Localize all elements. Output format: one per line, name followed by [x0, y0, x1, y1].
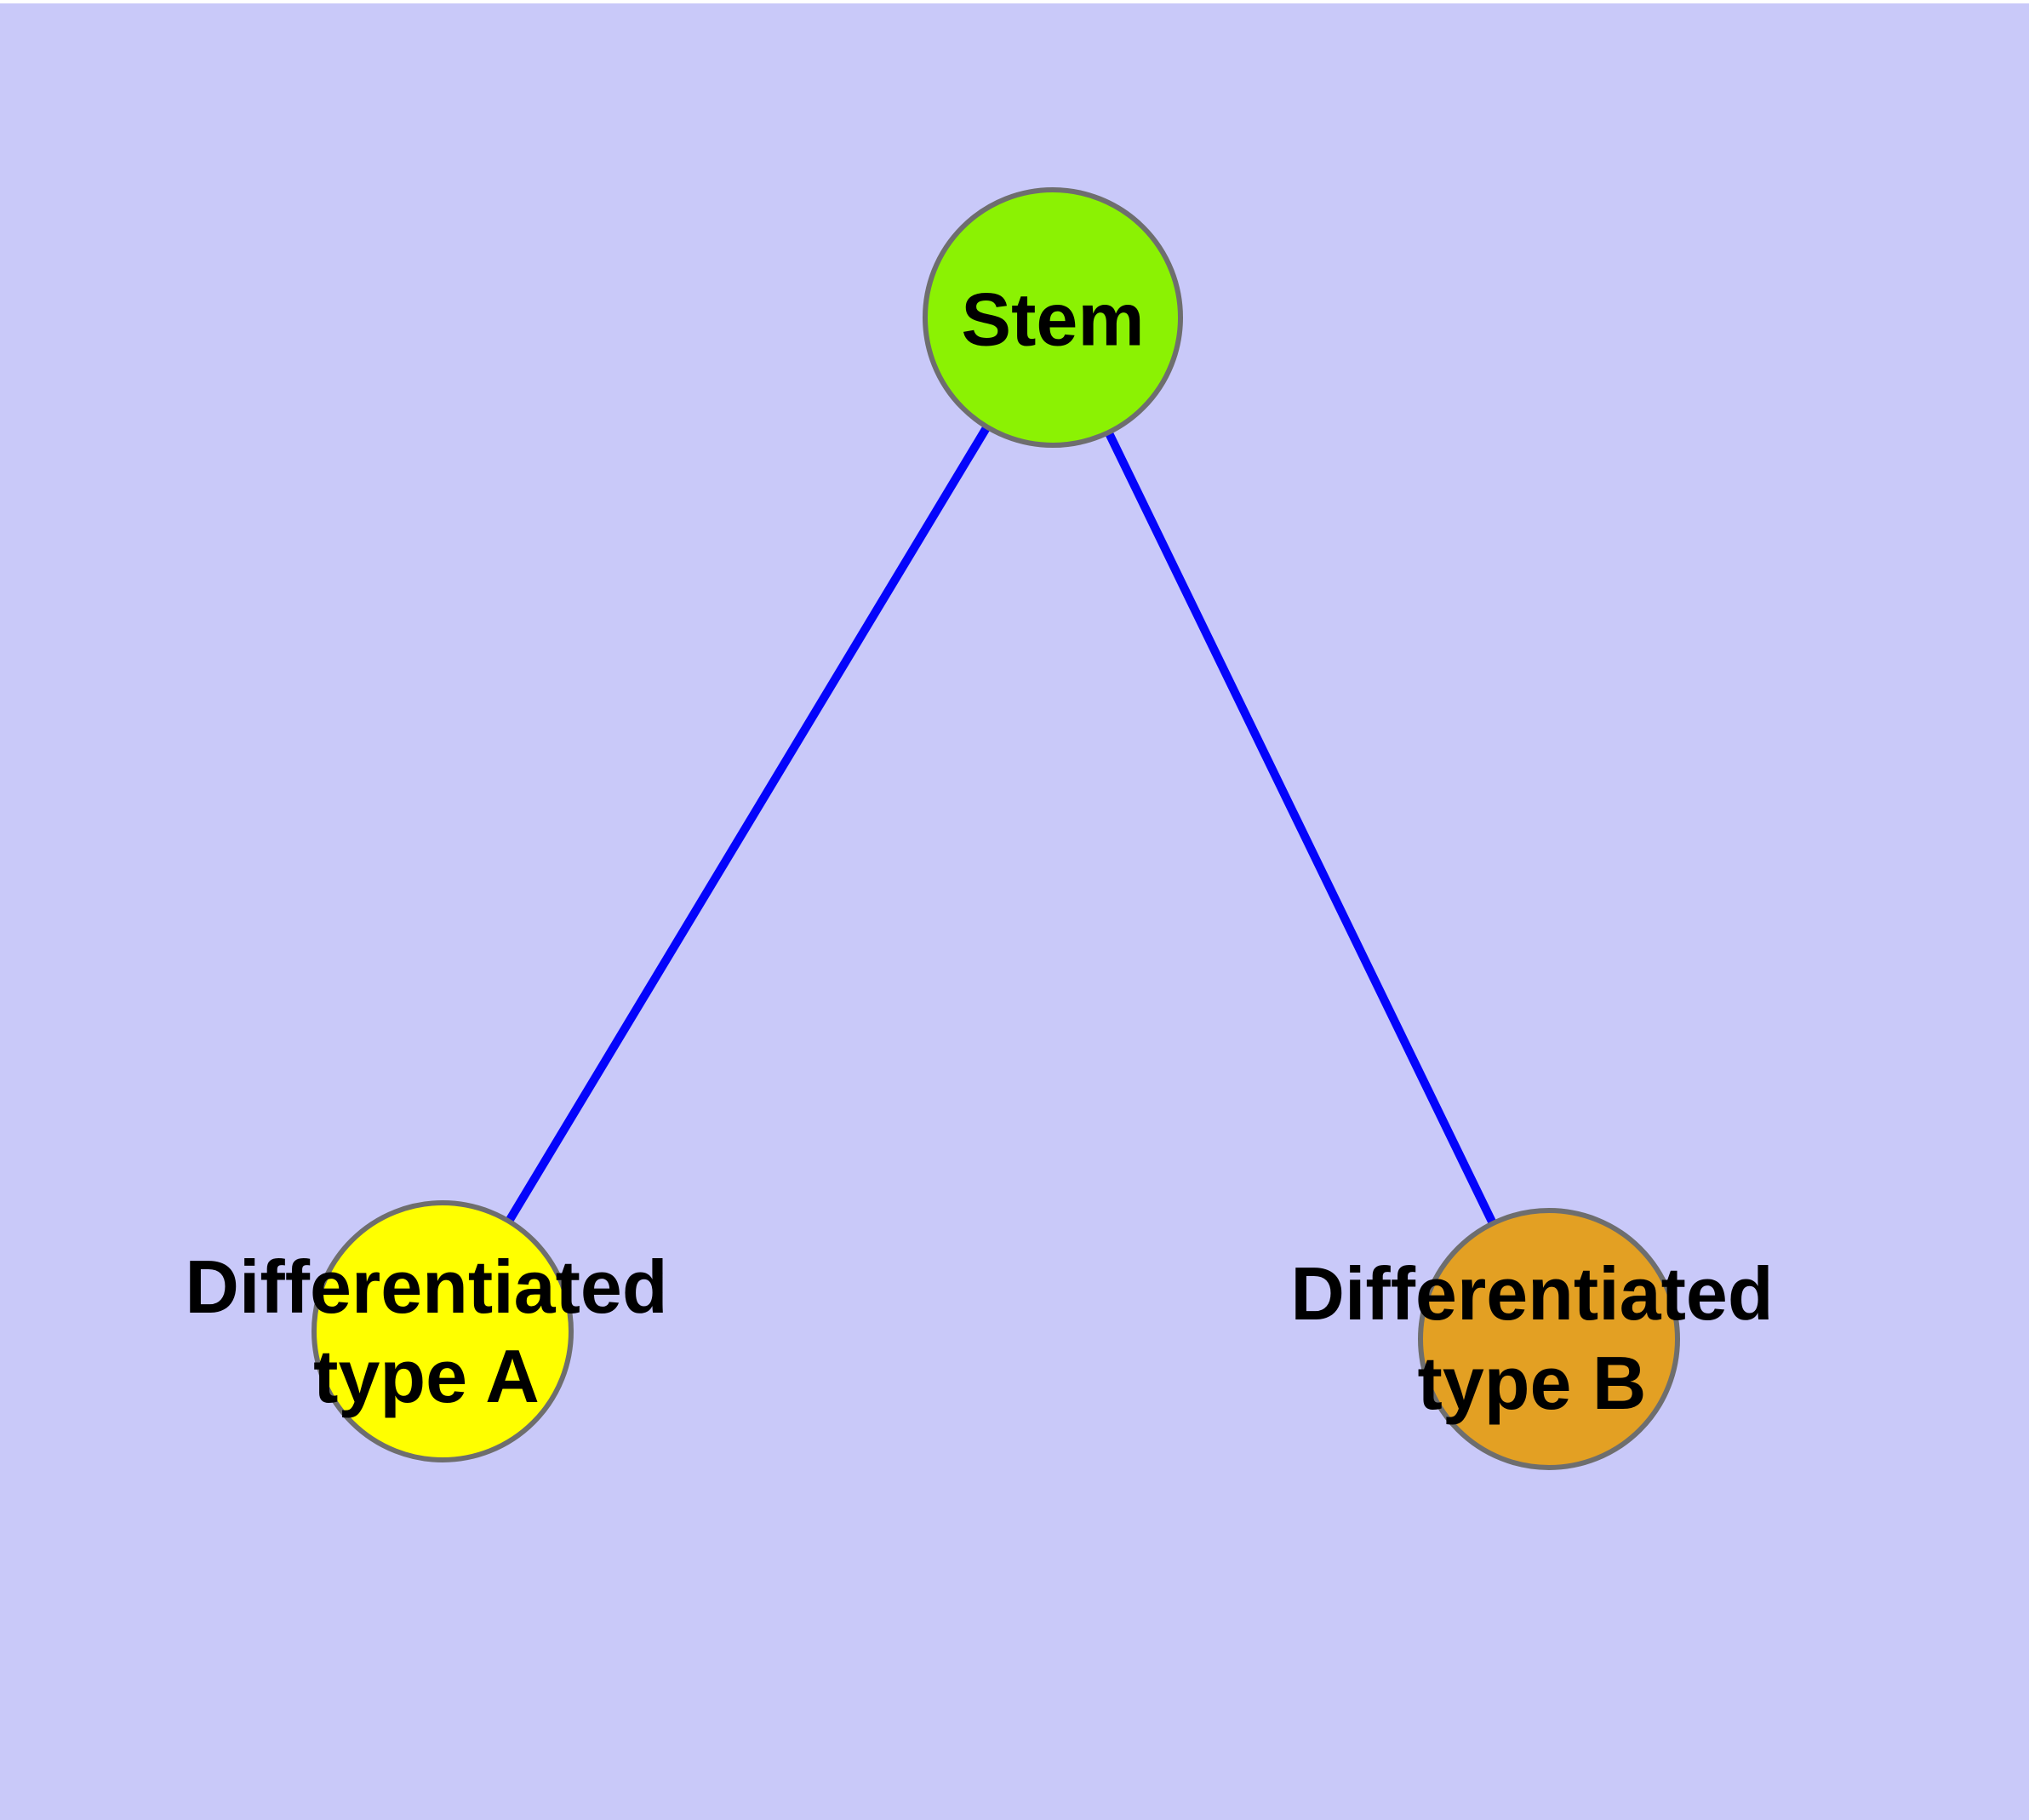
node-stem[interactable]: [923, 187, 1183, 448]
canvas-top-border: [0, 0, 2029, 3]
node-label-stem-text: Stem: [961, 277, 1145, 362]
edge-stem-to-type-a: [438, 315, 1057, 1334]
node-label-type-b-line1: Differentiated: [1290, 1251, 1774, 1336]
edge-stem-to-type-b: [1049, 315, 1553, 1342]
node-type-b[interactable]: [1418, 1208, 1680, 1470]
node-label-type-a-line2: type A: [313, 1334, 540, 1418]
node-label-type-a: Differentiated type A: [185, 1242, 667, 1421]
node-label-type-b: Differentiated type B: [1290, 1249, 1773, 1428]
node-label-type-a-line1: Differentiated: [185, 1245, 668, 1329]
node-label-type-b-line2: type B: [1417, 1341, 1647, 1425]
node-label-stem: Stem: [961, 275, 1144, 364]
node-type-a[interactable]: [311, 1200, 574, 1462]
